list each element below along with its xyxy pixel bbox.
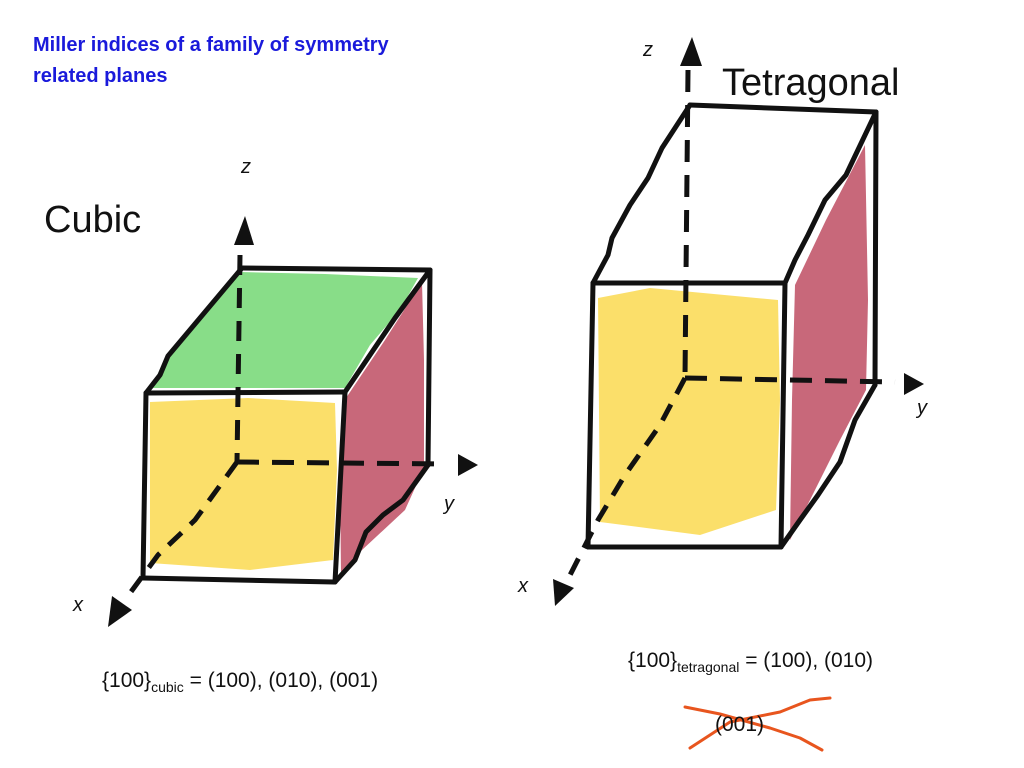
cubic-x-arrow-icon [108,596,132,627]
cubic-z-axis [234,254,243,463]
tetragonal-x-axis [562,376,688,587]
tetragonal-face-010-side [790,145,868,540]
cubic-face-100-front [150,398,337,570]
tetragonal-x-label: x [518,575,528,597]
tetragonal-label: Tetragonal [722,62,900,104]
tetragonal-y-label: y [917,397,927,419]
cubic-z-label: z [241,156,251,178]
tetragonal-z-axis [682,69,691,379]
cubic-z-arrow-icon [234,216,254,245]
cubic-formula-subscript: cubic [151,679,184,695]
cubic-formula-rest: = (100), (010), (001) [183,669,379,692]
heading-line-1: Miller indices of a family of symmetry [33,34,389,56]
cubic-formula-prefix: {100} [102,669,152,692]
cubic-edges [140,265,433,585]
cubic-label: Cubic [44,199,142,241]
tetragonal-formula-prefix: {100} [628,649,678,672]
cubic-y-label: y [444,493,454,515]
tetragonal-z-label: z [643,39,653,61]
tetragonal-formula-subscript: tetragonal [677,659,740,675]
cubic-arrowheads [108,216,478,627]
tetragonal-y-axis [684,375,896,385]
cubic-cell [108,216,478,627]
cubic-formula: {100}cubic = (100), (010), (001) [102,669,379,694]
cross-out-mark [683,696,832,752]
tetragonal-z-arrow-icon [680,37,702,66]
tetragonal-arrowheads [553,37,924,606]
cubic-x-axis [122,460,240,602]
cubic-y-arrow-icon [458,454,478,476]
heading-line-2: related planes [33,65,168,87]
cubic-x-label: x [73,594,83,616]
tetragonal-face-100-front [598,288,780,535]
tetragonal-cell [553,37,924,606]
cubic-axes [122,254,446,602]
tetragonal-formula: {100}tetragonal = (100), (010) [628,649,874,674]
tetragonal-axes [562,69,896,587]
slide-heading: Miller indices of a family of symmetry r… [33,30,473,92]
tetragonal-formula-rest: = (100), (010) [739,649,874,672]
tetragonal-edges [585,102,879,550]
tetragonal-x-arrow-icon [553,579,574,606]
crossed-out-index: (001) [715,713,765,736]
tetragonal-y-arrow-icon [904,373,924,395]
